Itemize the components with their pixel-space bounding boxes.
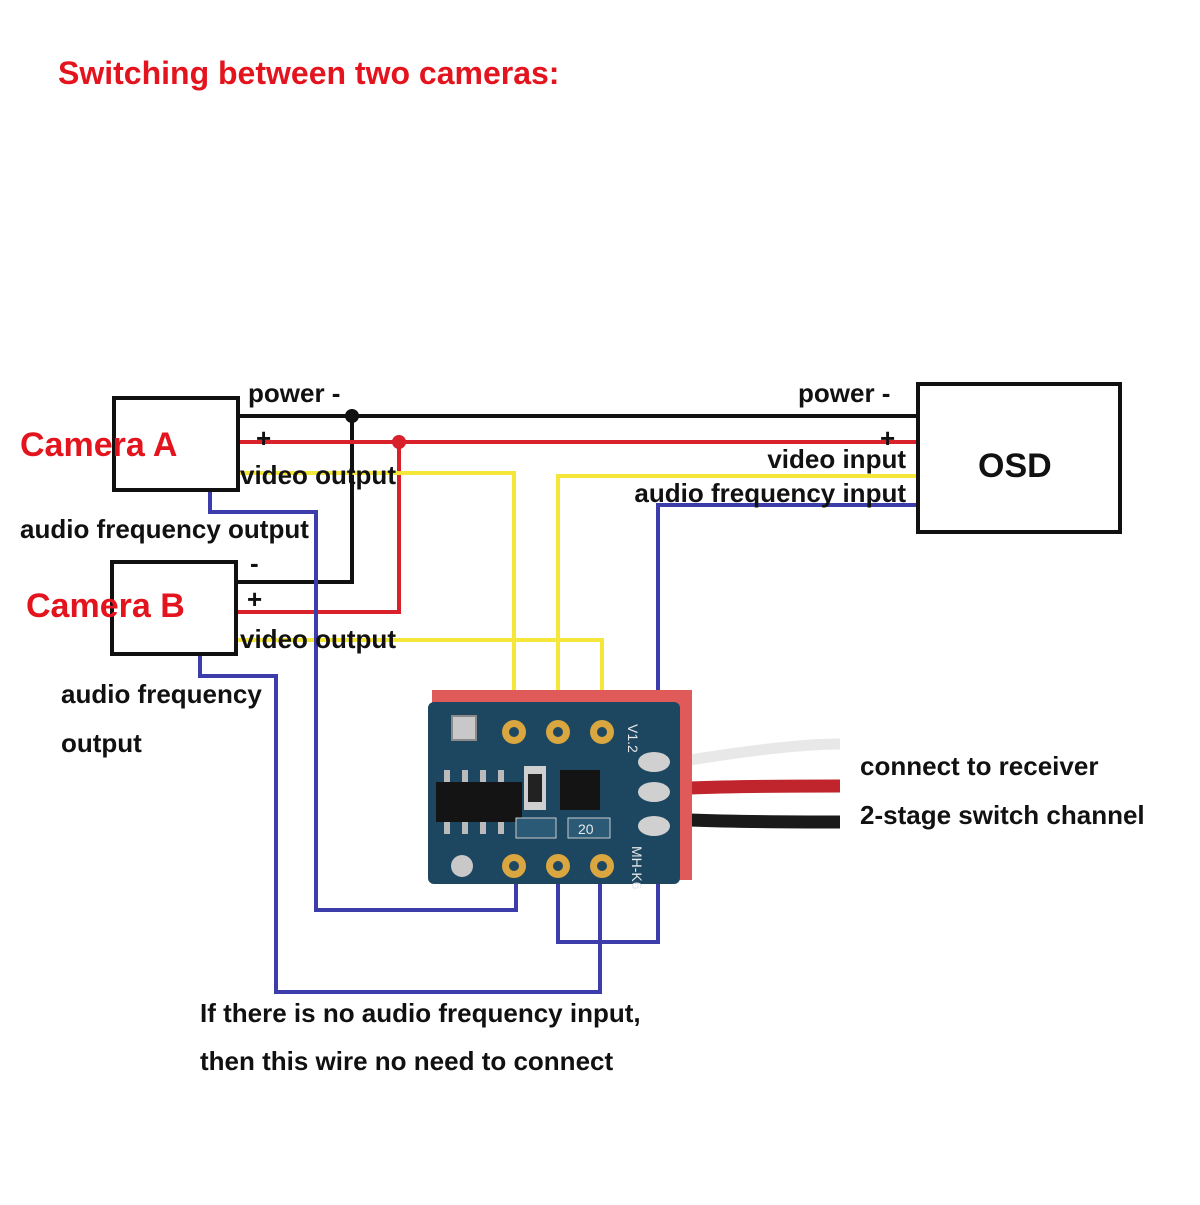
- module-pad-bottom-0: [451, 855, 473, 877]
- module-regulator: [560, 770, 600, 810]
- note-line1: If there is no audio frequency input,: [200, 998, 641, 1028]
- module-cable-white: [689, 738, 841, 766]
- module-cable-red: [689, 779, 841, 795]
- wire-video: [226, 471, 922, 690]
- module-resistor: [515, 817, 557, 839]
- audio-wire-osd-bottom: [556, 880, 660, 944]
- camera-b-video-label: video output: [240, 624, 396, 654]
- module-solder-pad-1: [638, 752, 670, 772]
- wire-audio: [198, 491, 922, 994]
- camera-b-audio-label-line1: audio frequency: [61, 679, 262, 709]
- module-solder-pad-2: [638, 782, 670, 802]
- osd-plus-label: +: [880, 423, 895, 453]
- module-pcb: [428, 702, 680, 884]
- osd-label: OSD: [978, 447, 1052, 485]
- receiver-label-line1: connect to receiver: [860, 751, 1098, 781]
- module-chip-label: 20: [578, 821, 594, 837]
- osd-video-label: video input: [767, 444, 906, 474]
- camera-b-plus-label: +: [247, 584, 262, 614]
- audio-wire-camera-a: [208, 491, 518, 912]
- video-wire-camera-a: [226, 471, 516, 690]
- camera-a-audio-label: audio frequency output: [20, 514, 309, 544]
- audio-wire-camera-b: [198, 654, 602, 994]
- camera-a-plus-label: +: [256, 423, 271, 453]
- video-wire-camera-b: [226, 638, 604, 690]
- camera-b-audio-label-line2: output: [61, 728, 142, 758]
- osd-box: [916, 382, 1122, 534]
- switch-module: 20 V1.2 MH-K6: [428, 690, 841, 890]
- diagram-title: Switching between two cameras:: [58, 55, 559, 91]
- camera-b-box: [110, 560, 238, 656]
- positive-junction-dot: [392, 435, 406, 449]
- osd-power-minus-label: power -: [798, 378, 890, 408]
- module-chip-label-box: [567, 817, 611, 839]
- module-version-label: V1.2: [625, 724, 641, 753]
- camera-b-label: Camera B: [26, 587, 185, 625]
- positive-wire-camera-b: [226, 442, 401, 614]
- audio-wire-osd-top: [656, 503, 922, 690]
- wire-positive: [226, 440, 922, 614]
- camera-b-minus-label: -: [250, 548, 259, 578]
- camera-a-box: [112, 396, 240, 492]
- ground-junction-dot: [345, 409, 359, 423]
- module-square-pad: [451, 715, 477, 741]
- note-line2: then this wire no need to connect: [200, 1046, 613, 1076]
- camera-a-label: Camera A: [20, 426, 177, 464]
- module-model-label: MH-K6: [629, 846, 645, 890]
- video-wire-osd: [556, 474, 922, 690]
- osd-audio-label: audio frequency input: [634, 478, 906, 508]
- camera-a-power-minus-label: power -: [248, 378, 340, 408]
- camera-a-video-label: video output: [240, 460, 396, 490]
- receiver-label-line2: 2-stage switch channel: [860, 800, 1145, 830]
- module-chip-main: [436, 782, 522, 822]
- module-cable-black: [689, 813, 841, 829]
- module-solder-pad-3: [638, 816, 670, 836]
